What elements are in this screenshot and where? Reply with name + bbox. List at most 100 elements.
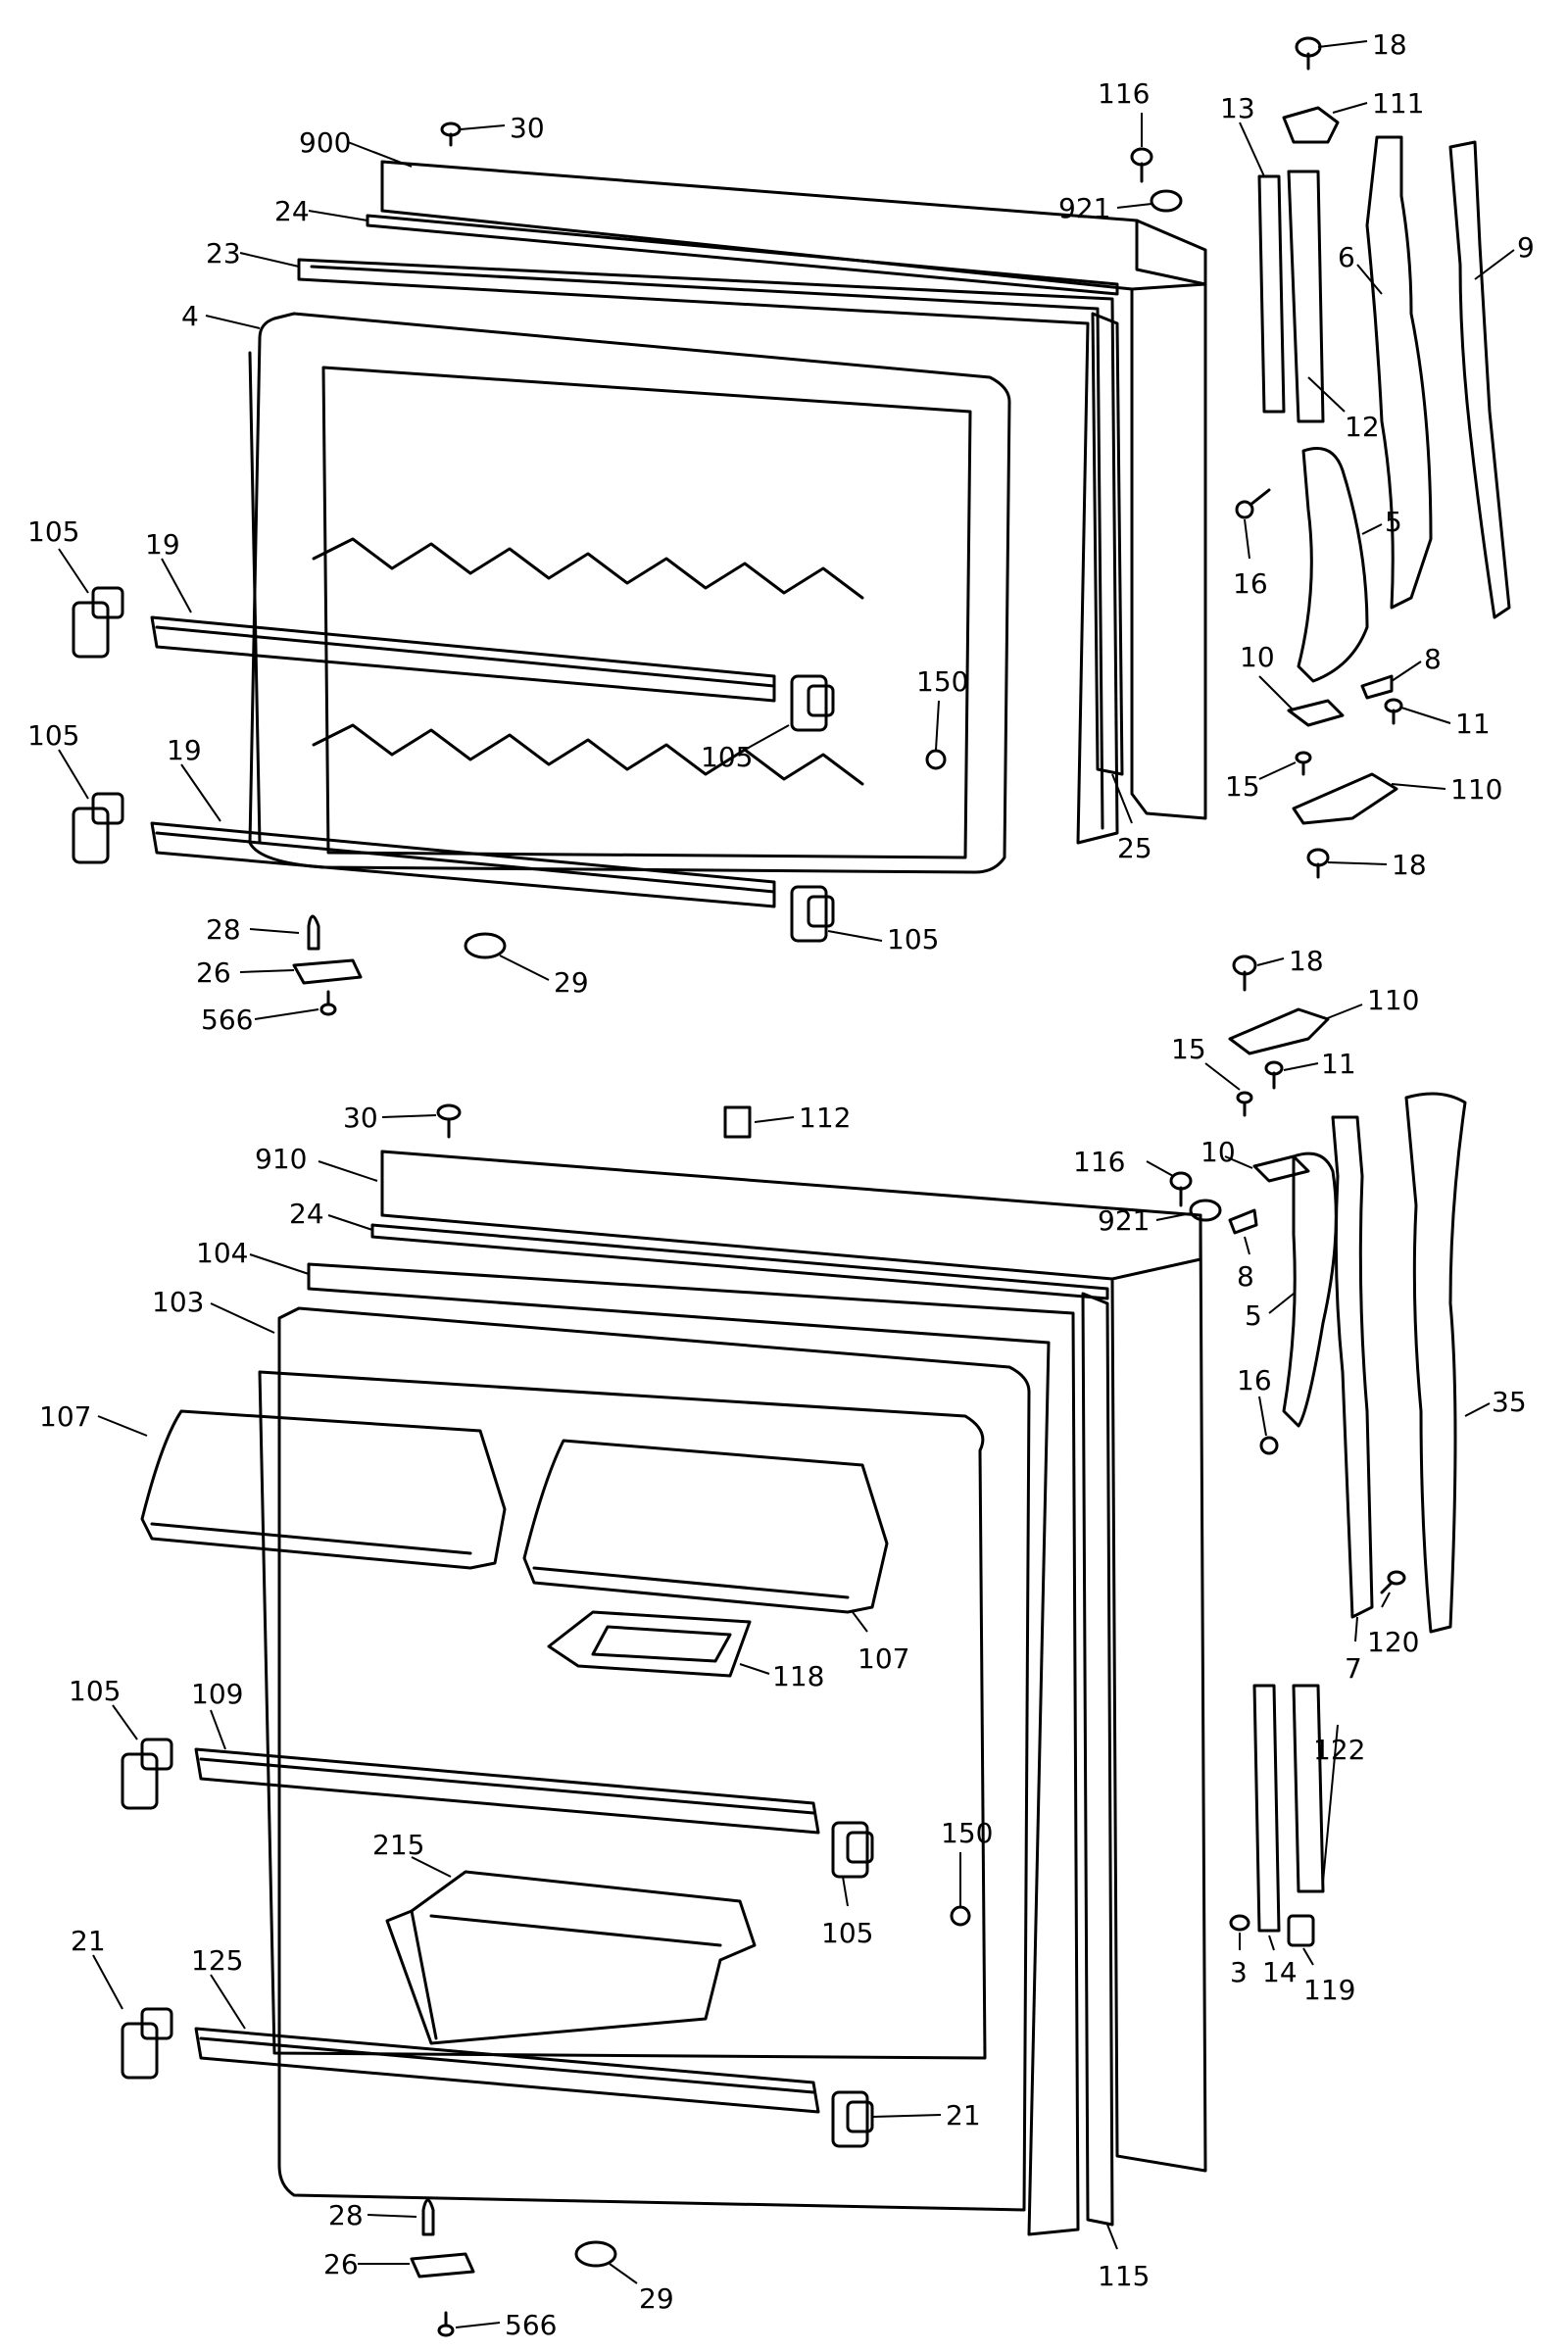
svg-text:115: 115 — [1098, 2260, 1150, 2292]
svg-text:10: 10 — [1240, 641, 1275, 673]
callout-14: 14 — [1262, 1935, 1298, 1988]
bracket-10-b — [1254, 1156, 1308, 1181]
svg-text:26: 26 — [323, 2248, 359, 2280]
shelf-109 — [196, 1749, 818, 1833]
callout-29-top: 29 — [499, 955, 589, 999]
callout-105-d: 105 — [827, 923, 939, 956]
callout-105-a: 105 — [27, 515, 89, 594]
trim-7 — [1333, 1117, 1372, 1617]
svg-text:105: 105 — [887, 923, 939, 956]
screw-15-b — [1238, 1093, 1251, 1115]
bracket-8-top — [1362, 676, 1392, 698]
callout-25: 25 — [1111, 773, 1152, 864]
plug-921-top — [1152, 191, 1181, 211]
callout-16-b: 16 — [1237, 1364, 1272, 1437]
svg-text:29: 29 — [639, 2282, 674, 2315]
shelf-clip-105-right-fresh — [833, 1823, 872, 1877]
plug-29-b — [576, 2242, 615, 2266]
callout-110-b: 110 — [1324, 984, 1419, 1020]
door-bin-107-left — [142, 1411, 505, 1568]
callout-23: 23 — [206, 237, 300, 270]
freezer-shelf-19-lower — [152, 823, 774, 906]
hinge-111 — [1284, 108, 1338, 142]
hinge-screw-18-b — [1234, 956, 1255, 990]
svg-text:21: 21 — [71, 1925, 106, 1957]
fresh-door-gasket-24 — [372, 1225, 1107, 1298]
svg-text:30: 30 — [510, 112, 545, 144]
callout-10-top: 10 — [1240, 641, 1295, 711]
callout-115: 115 — [1098, 2224, 1150, 2292]
svg-text:150: 150 — [941, 1817, 993, 1849]
callout-29-b: 29 — [609, 2263, 674, 2315]
callout-116-b: 116 — [1073, 1146, 1174, 1178]
callout-107-a: 107 — [39, 1400, 148, 1437]
svg-text:921: 921 — [1098, 1204, 1150, 1237]
shelf-clip-105-left-fresh — [122, 1740, 172, 1808]
svg-text:28: 28 — [328, 2199, 364, 2231]
svg-text:14: 14 — [1262, 1956, 1298, 1988]
screw-16-top — [1237, 490, 1269, 517]
bracket-8-b — [1230, 1210, 1256, 1233]
shelf-clip-105-left-lower — [74, 794, 122, 862]
svg-text:5: 5 — [1385, 506, 1402, 538]
svg-text:103: 103 — [152, 1286, 204, 1318]
freezer-door-seal-25 — [1093, 314, 1122, 774]
svg-text:18: 18 — [1392, 849, 1427, 881]
callout-122: 122 — [1313, 1724, 1365, 1883]
fresh-door-seal-115 — [1083, 1294, 1112, 2225]
callout-215: 215 — [372, 1829, 452, 1878]
callout-116-top: 116 — [1098, 77, 1150, 147]
bracket-10-top — [1289, 701, 1343, 725]
callout-921-top: 921 — [1058, 192, 1152, 224]
svg-text:116: 116 — [1098, 77, 1150, 110]
callout-566-b: 566 — [455, 2309, 557, 2341]
callout-18-top: 18 — [1317, 28, 1407, 61]
svg-text:4: 4 — [181, 300, 199, 332]
callout-120: 120 — [1367, 1592, 1419, 1658]
plug-29-top — [466, 934, 505, 957]
svg-text:150: 150 — [916, 665, 968, 698]
callout-6: 6 — [1338, 241, 1383, 295]
svg-text:112: 112 — [799, 1102, 851, 1134]
callout-921-b: 921 — [1098, 1204, 1192, 1237]
svg-text:116: 116 — [1073, 1146, 1125, 1178]
svg-text:25: 25 — [1117, 832, 1152, 864]
callout-26-b: 26 — [323, 2248, 410, 2280]
callout-8-top: 8 — [1391, 643, 1442, 682]
svg-text:5: 5 — [1245, 1299, 1262, 1332]
svg-text:13: 13 — [1220, 92, 1255, 124]
callout-13: 13 — [1220, 92, 1265, 177]
callout-24-top: 24 — [274, 195, 368, 227]
callout-11-top: 11 — [1400, 707, 1491, 740]
callout-35: 35 — [1464, 1386, 1527, 1418]
callout-5-b: 5 — [1245, 1293, 1295, 1332]
svg-text:8: 8 — [1424, 643, 1442, 675]
shelf-clip-21-right — [833, 2092, 872, 2146]
callout-111: 111 — [1332, 87, 1424, 120]
callout-110-top: 110 — [1391, 773, 1502, 806]
svg-text:10: 10 — [1200, 1136, 1236, 1168]
handle-trim-9 — [1450, 142, 1509, 617]
callout-118: 118 — [739, 1660, 824, 1692]
svg-text:11: 11 — [1455, 708, 1491, 740]
svg-text:9: 9 — [1517, 231, 1535, 264]
svg-text:105: 105 — [701, 741, 753, 773]
strip-14 — [1254, 1686, 1279, 1931]
svg-text:910: 910 — [255, 1143, 307, 1175]
svg-text:28: 28 — [206, 913, 241, 946]
svg-text:18: 18 — [1289, 945, 1324, 977]
callout-105-e: 105 — [69, 1675, 138, 1740]
handle-5-b — [1284, 1153, 1336, 1426]
pin-28-top — [309, 916, 318, 949]
door-bin-215 — [387, 1872, 755, 2043]
hinge-plate-26-b — [412, 2254, 473, 2277]
screw-150-b — [952, 1907, 969, 1925]
freezer-door-gasket-24 — [368, 216, 1117, 294]
screw-11-top — [1386, 700, 1401, 723]
egg-tray-118 — [549, 1612, 750, 1676]
screw-30-top — [442, 123, 460, 145]
callout-19-b: 19 — [167, 734, 221, 822]
callout-112: 112 — [754, 1102, 851, 1134]
svg-text:921: 921 — [1058, 192, 1110, 224]
svg-text:105: 105 — [27, 515, 79, 548]
